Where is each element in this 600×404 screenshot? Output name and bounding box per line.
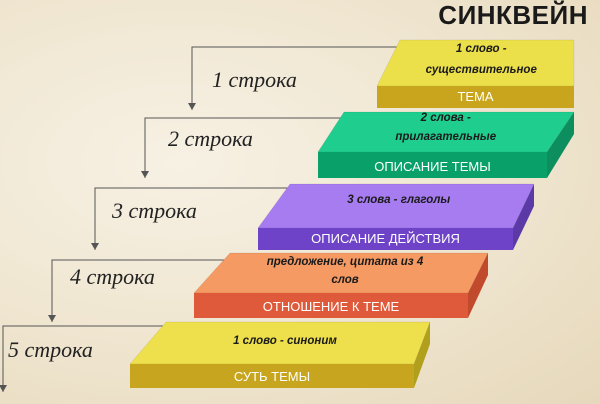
step-front-face bbox=[194, 293, 468, 318]
step-description: прилагательные bbox=[395, 131, 496, 143]
step-label: 2 строка bbox=[168, 126, 253, 151]
step-caption: ТЕМА bbox=[457, 89, 493, 104]
step-description: 2 слова - bbox=[420, 112, 471, 124]
step-front-face bbox=[130, 364, 414, 388]
step-4: 4 строка предложение, цитата из 4 словОТНО… bbox=[48, 252, 489, 322]
step-side-face bbox=[468, 253, 488, 318]
step-front-face bbox=[258, 228, 513, 250]
step-caption: ОПИСАНИЕ ТЕМЫ bbox=[374, 159, 491, 174]
step-label: 4 строка bbox=[70, 264, 155, 289]
step-description: предложение, цитата из 4 bbox=[267, 256, 424, 268]
step-bracket-line bbox=[2, 325, 166, 392]
step-top-face bbox=[257, 183, 535, 229]
step-side-face bbox=[414, 322, 430, 388]
step-description: 3 слова - глаголы bbox=[347, 194, 450, 206]
step-front-face bbox=[318, 152, 547, 178]
step-label: 3 строка bbox=[111, 198, 197, 223]
diagram-title: СИНКВЕЙН bbox=[438, 0, 588, 30]
step-bracket-line bbox=[51, 259, 230, 322]
step-description: существительное bbox=[426, 64, 538, 76]
step-bracket-line bbox=[144, 117, 344, 178]
step-label: 1 строка bbox=[212, 67, 297, 92]
arrow-down-icon bbox=[141, 171, 149, 178]
step-bracket-line bbox=[191, 46, 400, 110]
step-description: слов bbox=[331, 274, 358, 286]
step-label: 5 строка bbox=[8, 337, 93, 362]
step-caption: ОТНОШЕНИЕ К ТЕМЕ bbox=[263, 299, 400, 314]
step-2: 2 строка 2 слова - прилагательныеОПИСАНИЕ … bbox=[141, 111, 575, 178]
step-description: 1 слово - bbox=[456, 43, 507, 55]
arrow-down-icon bbox=[91, 243, 99, 250]
step-side-face bbox=[547, 112, 574, 178]
step-front-face bbox=[377, 86, 574, 108]
arrow-down-icon bbox=[48, 315, 56, 322]
step-caption: ОПИСАНИЕ ДЕЙСТВИЯ bbox=[311, 231, 460, 246]
step-description: 1 слово - синоним bbox=[233, 335, 337, 347]
step-caption: СУТЬ ТЕМЫ bbox=[234, 369, 310, 384]
step-side-face bbox=[513, 184, 534, 250]
step-bracket-line bbox=[94, 187, 290, 250]
arrow-down-icon bbox=[188, 103, 196, 110]
arrow-down-icon bbox=[0, 385, 7, 392]
